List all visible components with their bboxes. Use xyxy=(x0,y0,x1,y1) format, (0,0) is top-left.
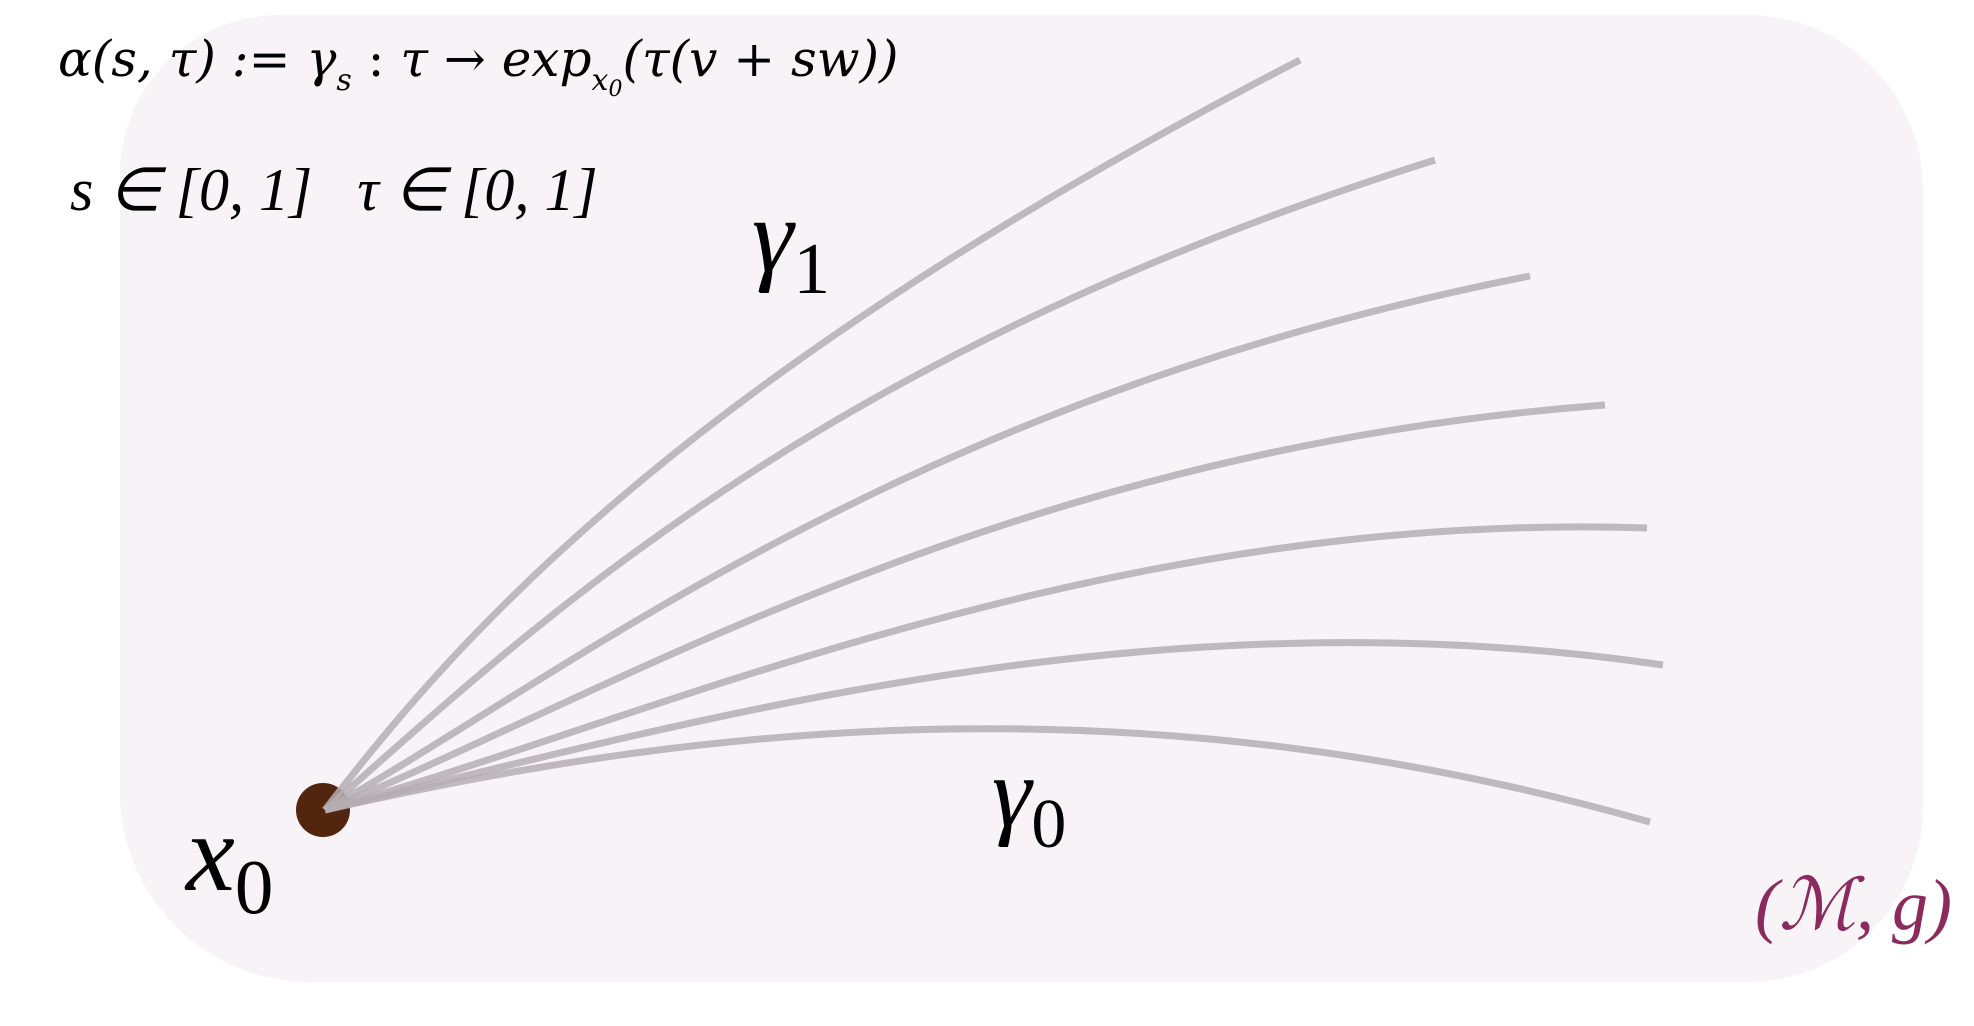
formula-exp-sub-sub: 0 xyxy=(608,77,623,102)
geodesic-gamma-1 xyxy=(322,56,1302,813)
formula-gamma-sub: s xyxy=(336,63,352,98)
variation-formula: α(s, τ) := γs : τ → expx0(τ(v + sw)) xyxy=(58,30,899,102)
formula-colon: : xyxy=(351,30,401,88)
formula-argument: (τ(v + sw)) xyxy=(622,30,899,88)
formula-lhs: α(s, τ) := xyxy=(58,30,291,88)
gamma1-label: γ1 xyxy=(752,175,830,311)
base-point-label: x0 xyxy=(186,790,273,932)
formula-exp-sub: x xyxy=(591,63,609,98)
geodesic-gamma-2-6 xyxy=(324,523,1648,814)
geodesic-curves xyxy=(322,56,1664,826)
tau-range: τ ∈ [0, 1] xyxy=(357,157,598,223)
gamma0-subscript: 0 xyxy=(1031,786,1067,863)
geodesic-gamma-0 xyxy=(324,725,1651,826)
gamma1-subscript: 1 xyxy=(793,228,831,310)
geodesic-gamma-3-6 xyxy=(323,401,1606,814)
manifold-region xyxy=(120,15,1923,982)
geodesic-gamma-4-6 xyxy=(323,272,1531,814)
parameter-ranges: s ∈ [0, 1] τ ∈ [0, 1] xyxy=(70,155,598,225)
geodesic-gamma-1-6 xyxy=(324,639,1664,814)
gamma0-symbol: γ xyxy=(992,737,1032,848)
gamma1-symbol: γ xyxy=(752,177,794,294)
formula-exp: exp xyxy=(501,30,592,88)
formula-tau-map: τ → xyxy=(400,30,502,88)
s-range: s ∈ [0, 1] xyxy=(70,157,313,223)
gamma0-label: γ0 xyxy=(992,735,1066,865)
manifold-label: (ℳ, g) xyxy=(1755,865,1952,945)
x0-symbol: x xyxy=(186,792,235,914)
geodesic-gamma-5-6 xyxy=(322,156,1437,813)
x0-subscript: 0 xyxy=(234,844,274,931)
formula-gamma: γ xyxy=(306,30,337,88)
